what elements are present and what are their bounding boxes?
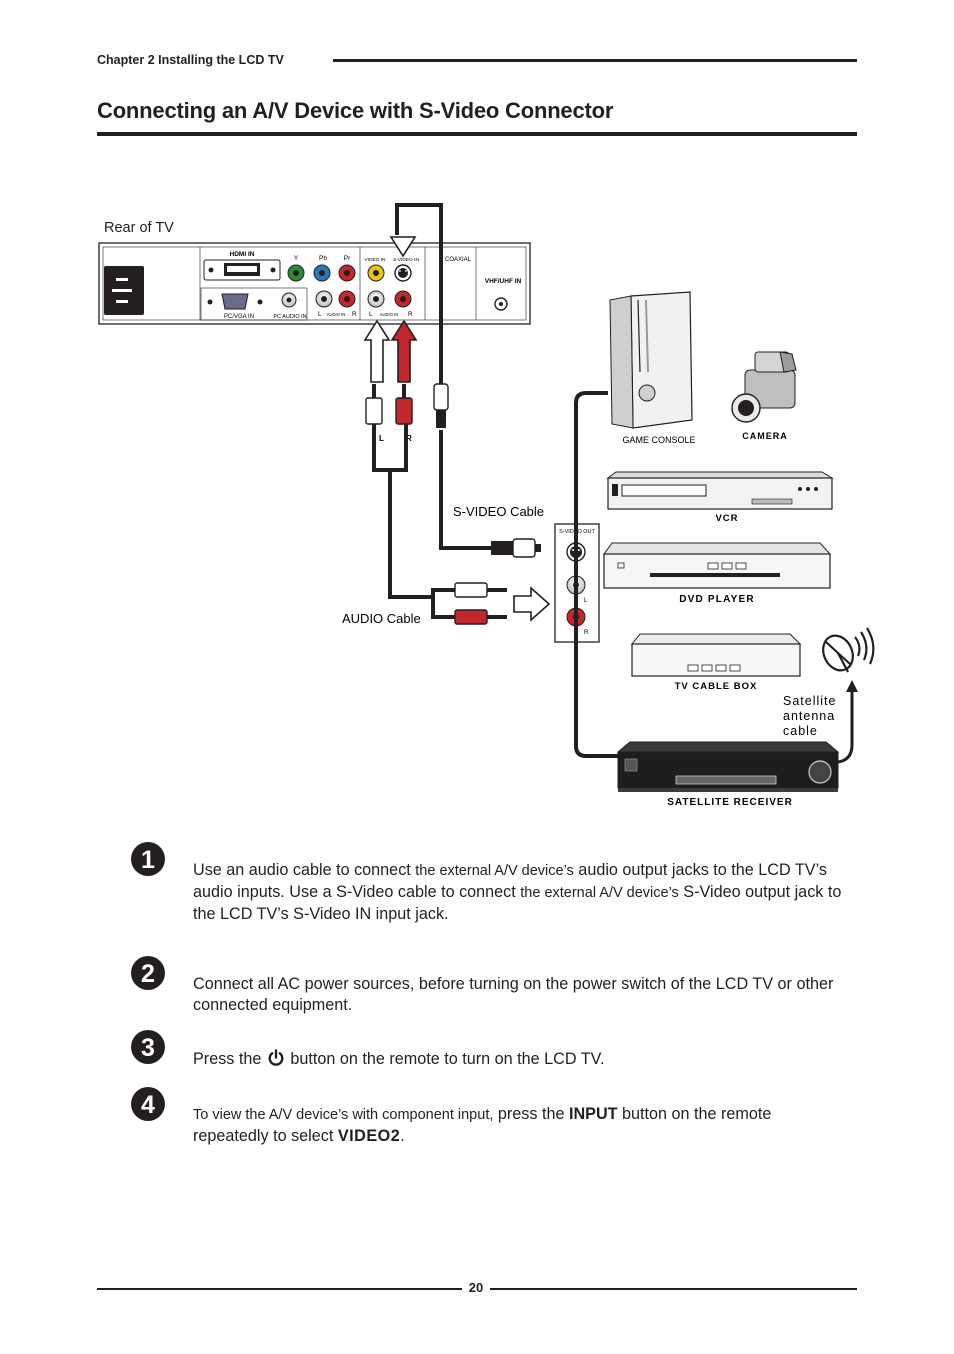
header-rule (333, 59, 857, 62)
game-console-label: GAME CONSOLE (622, 435, 695, 445)
step-1-part: the external A/V device’s (415, 863, 574, 879)
video2-keyword: VIDEO2 (337, 1127, 401, 1145)
y-label: Y (294, 255, 299, 262)
audio-plug-device-l (454, 582, 507, 598)
footer-rule-left (97, 1288, 462, 1290)
component-audio-in-label: AUDIO IN (327, 312, 346, 317)
step-4-badge: 4 (131, 1087, 165, 1121)
s-video-in-jack (394, 264, 412, 282)
step-4-part: button on the remote repeatedly to selec… (193, 1105, 772, 1145)
coaxial-label: COAXIAL (445, 257, 472, 263)
device-right-arrow (513, 586, 551, 622)
pb-label: Pb (319, 255, 327, 262)
video-in-label: VIDEO IN (364, 257, 386, 263)
step-3-text: Press the button on the remote to turn o… (193, 1049, 843, 1070)
hdmi-port (203, 259, 281, 281)
audio-in-l-label: L (369, 311, 373, 318)
audio-l-up-arrow (363, 319, 391, 383)
ac-power-socket (104, 266, 144, 315)
step-4-part: . (400, 1127, 405, 1145)
camera-label: CAMERA (742, 431, 788, 441)
satellite-antenna-cable (837, 690, 854, 764)
audio-plug-device-r (454, 609, 507, 625)
satellite-label-line2: antenna (783, 709, 835, 723)
step-1-part: the external A/V device’s (520, 885, 679, 901)
step-1-number: 1 (141, 846, 155, 874)
step-4-part: To view the A/V device’s with component … (193, 1107, 494, 1123)
step-1-text: Use an audio cable to connect the extern… (193, 860, 843, 925)
step-4-number: 4 (141, 1091, 155, 1119)
plug-r-label: R (406, 434, 412, 443)
satellite-dish-illustration (822, 627, 875, 673)
title-rule (97, 132, 857, 136)
satellite-receiver-label: SATELLITE RECEIVER (667, 797, 793, 808)
vga-port (207, 293, 263, 310)
satellite-label-line3: cable (783, 724, 818, 738)
step-3-part: Press the (193, 1050, 266, 1068)
step-2-text: Connect all AC power sources, before tur… (193, 975, 834, 1014)
step-2-number: 2 (141, 960, 155, 988)
s-video-cable (395, 203, 443, 385)
step-1-part: S-Video output jack to the LCD TV’s S-Vi… (193, 883, 842, 923)
pc-vga-label: PC/VGA IN (224, 314, 254, 320)
device-l-label: L (584, 598, 588, 604)
step-4-part: press the (493, 1105, 569, 1123)
audio-plug-r (395, 384, 413, 425)
power-icon (268, 1049, 284, 1066)
device-bracket (574, 391, 618, 758)
device-r-label: R (584, 630, 589, 636)
audio-cable-label: AUDIO Cable (342, 611, 421, 626)
audio-cable (372, 424, 455, 619)
step-1-part: Use an audio cable to connect (193, 861, 416, 879)
step-1-part: audio output jacks to the LCD TV’s audio… (193, 861, 827, 901)
step-1-badge: 1 (131, 842, 165, 876)
step-3-part: button on the remote to turn on the LCD … (285, 1050, 605, 1068)
connection-diagram: Rear of TV HDMI IN PC/VGA IN (98, 203, 875, 808)
satellite-label-line1: Satellite (783, 694, 836, 708)
hdmi-label: HDMI IN (230, 251, 255, 258)
tv-cable-box-illustration (630, 633, 802, 677)
camera-illustration (731, 351, 797, 423)
rear-of-tv-label: Rear of TV (104, 220, 174, 236)
page-number: 20 (468, 1280, 484, 1295)
audio-in-label: AUDIO IN (380, 312, 399, 317)
pc-audio-label: PC AUDIO IN (273, 314, 306, 320)
page-title: Connecting an A/V Device with S-Video Co… (97, 98, 614, 123)
vcr-illustration (606, 471, 834, 510)
chapter-heading: Chapter 2 Installing the LCD TV (97, 53, 284, 67)
footer-rule-right (490, 1288, 857, 1290)
audio-r-up-arrow (390, 319, 418, 383)
vhf-uhf-label: VHF/UHF IN (485, 278, 522, 285)
s-video-plug-device-side (491, 538, 541, 558)
game-console-illustration (609, 291, 693, 429)
s-video-cable-label: S-VIDEO Cable (453, 504, 544, 519)
component-r-label: R (352, 311, 357, 318)
dvd-player-illustration (603, 542, 832, 589)
audio-in-r-label: R (408, 311, 413, 318)
step-3-badge: 3 (131, 1030, 165, 1064)
dvd-player-label: DVD PLAYER (679, 594, 755, 605)
satellite-receiver-illustration (616, 741, 840, 792)
tv-rear-panel: HDMI IN PC/VGA IN PC AUDIO IN Y Pb Pr L … (98, 242, 531, 325)
audio-plug-l (365, 384, 383, 425)
s-video-arrow (389, 236, 417, 258)
tv-cable-box-label: TV CABLE BOX (675, 681, 758, 692)
component-l-label: L (318, 311, 322, 318)
pr-label: Pr (344, 255, 351, 262)
plug-l-label: L (379, 434, 384, 443)
step-3-number: 3 (141, 1034, 155, 1062)
s-video-in-label: S-VIDEO IN (393, 257, 419, 263)
vcr-label: VCR (715, 513, 738, 524)
s-video-plug-tv-side (433, 383, 449, 428)
input-keyword: INPUT (568, 1105, 618, 1123)
step-4-text: To view the A/V device’s with component … (193, 1104, 843, 1147)
step-2-badge: 2 (131, 956, 165, 990)
